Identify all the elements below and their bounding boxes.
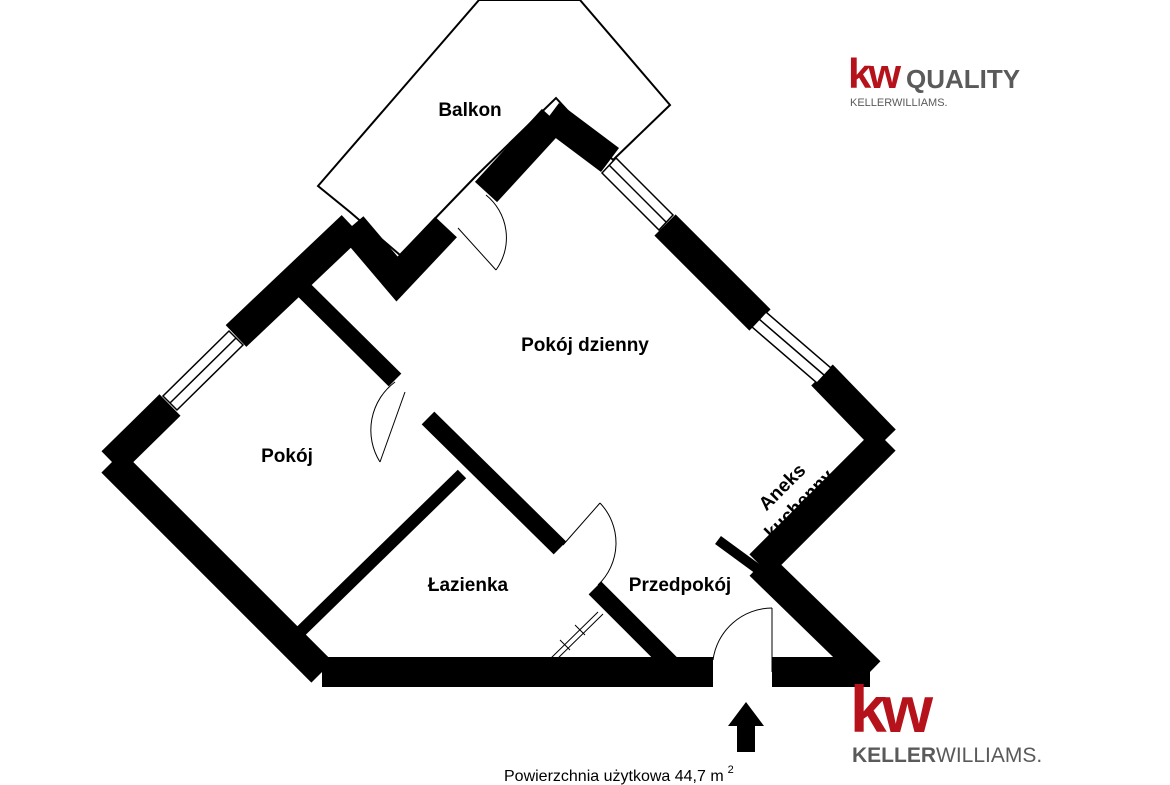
wall-upper-left-diagonal	[225, 215, 363, 347]
logo-top-word: QUALITY	[906, 64, 1020, 94]
wall-living-top-right-b	[654, 214, 771, 331]
wall-room-bath	[295, 469, 467, 637]
room-label-room: Pokój	[261, 446, 313, 467]
wall-room-living-lower	[421, 411, 567, 555]
entrance-arrow-icon	[728, 702, 764, 752]
interior-walls	[293, 279, 773, 672]
door-balcony-leaf	[457, 227, 497, 271]
wall-room-left-lower	[101, 451, 333, 683]
logo-bottom-mark: kw	[850, 672, 934, 746]
wall-hall-right-diagonal	[749, 554, 881, 683]
logo-top-sub: KELLERWILLIAMS.	[850, 97, 948, 109]
wall-bath-hall	[588, 581, 679, 672]
wall-kitchen-right	[749, 429, 896, 576]
room-label-bathroom: Łazienka	[428, 575, 509, 596]
wall-room-living-upper	[293, 279, 402, 387]
balcony-outline	[316, 0, 672, 257]
wall-balcony-notch	[340, 216, 457, 302]
door-room-leaf	[379, 391, 406, 463]
logo-bottom-word-light: WILLIAMS.	[936, 744, 1042, 767]
wall-living-top-right-a	[541, 103, 619, 172]
logo-bottom: kw KELLERWILLIAMS.	[850, 672, 1042, 767]
area-label: Powierzchnia użytkowa 44,7 m	[504, 768, 724, 785]
logo-top-mark: kw	[848, 50, 901, 97]
room-label-balcony: Balkon	[438, 100, 501, 121]
door-bath-slide	[547, 611, 599, 662]
doors	[370, 194, 773, 672]
room-label-hallway: Przedpokój	[629, 575, 731, 596]
area-caption: Powierzchnia użytkowa 44,7 m 2	[504, 764, 734, 785]
wall-kitchen-stub	[715, 535, 773, 583]
room-label-living-room: Pokój dzienny	[521, 335, 649, 356]
outer-walls	[101, 103, 896, 687]
windows	[161, 156, 833, 412]
door-bathroom-leaf	[562, 502, 601, 546]
logo-bottom-word: KELLERWILLIAMS.	[852, 744, 1042, 767]
logo-bottom-word-bold: KELLER	[852, 744, 936, 767]
area-superscript: 2	[728, 764, 734, 776]
logo-top: kw QUALITY KELLERWILLIAMS.	[848, 50, 1020, 109]
wall-living-top-right-c	[811, 364, 896, 451]
wall-living-upper-left	[474, 108, 565, 203]
